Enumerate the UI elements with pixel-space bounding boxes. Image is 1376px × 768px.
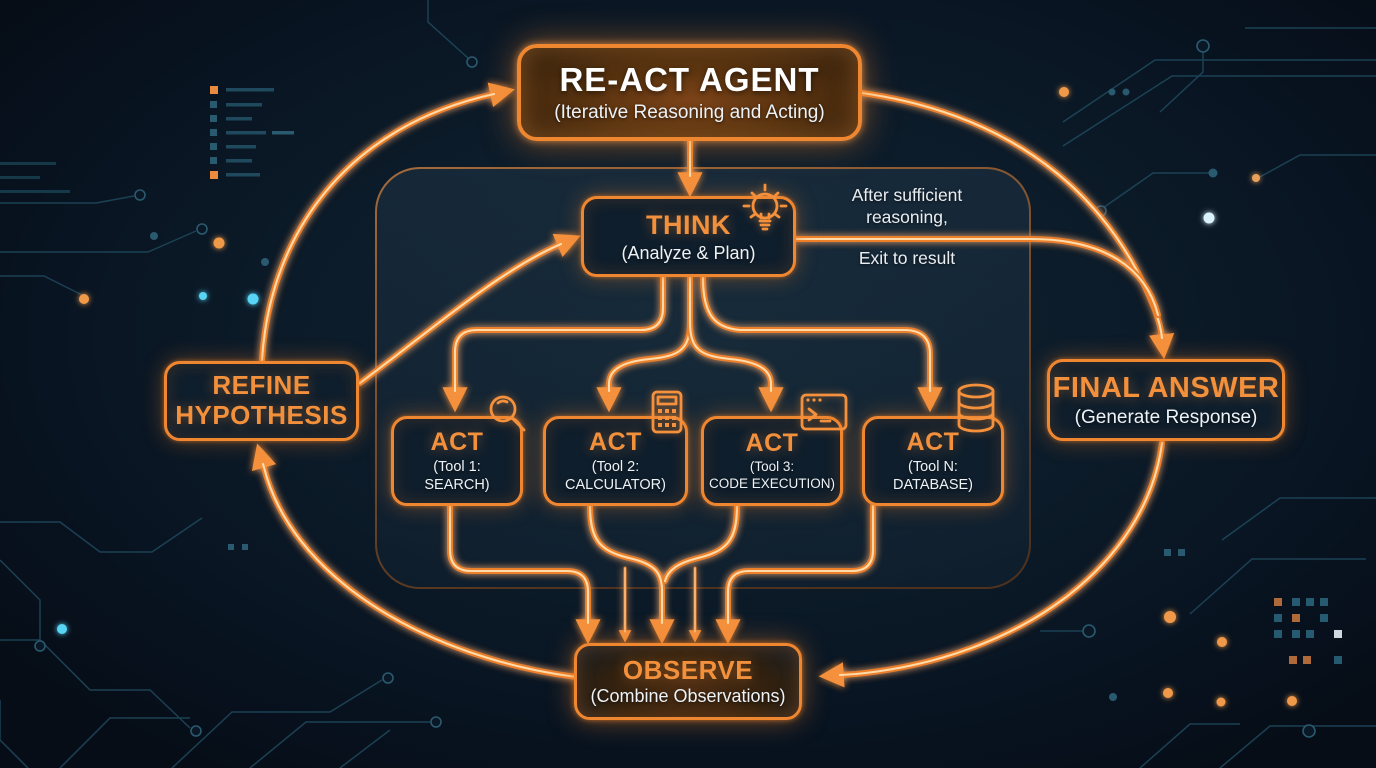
exit-condition-line1: After sufficient (851, 185, 963, 205)
actN-subtitle-line2: DATABASE) (892, 477, 974, 493)
edge-think-to-actN (700, 275, 943, 413)
edge-refine-to-agent (259, 82, 515, 363)
act3-subtitle: (Tool 3: CODE EXECUTION) (709, 459, 835, 493)
act2-subtitle-line1: (Tool 2: (591, 458, 640, 475)
edge-act2-to-observe (587, 503, 675, 645)
refine-title-line1: REFINE (212, 370, 311, 401)
act1-subtitle-line2: SEARCH) (424, 477, 490, 493)
circuit-glow-dots (57, 87, 1297, 707)
act2-subtitle: (Tool 2: CALCULATOR) (565, 458, 666, 494)
edge-agent-to-final-answer (859, 90, 1175, 360)
node-act-tool2-calculator: ACT (Tool 2: CALCULATOR) (543, 416, 688, 506)
refine-title-line2: HYPOTHESIS (175, 400, 348, 430)
node-refine-hypothesis: REFINE HYPOTHESIS (164, 361, 359, 441)
observe-subtitle: (Combine Observations) (590, 686, 786, 707)
act2-title: ACT (589, 427, 642, 456)
final-answer-title: FINAL ANSWER (1052, 372, 1280, 405)
edge-act3-to-observe (662, 503, 740, 584)
act1-subtitle: (Tool 1: SEARCH) (424, 458, 489, 494)
database-icon (950, 380, 1002, 445)
circuit-dashes (0, 86, 1342, 664)
exit-condition-line2: reasoning, (866, 207, 948, 228)
final-answer-subtitle: (Generate Response) (1074, 406, 1258, 428)
search-icon (484, 390, 530, 441)
lightbulb-icon (736, 180, 794, 243)
calculator-icon (644, 388, 690, 443)
edge-act1-to-observe (447, 503, 601, 645)
actN-subtitle-line1: (Tool N: (908, 458, 958, 475)
act3-subtitle-line2: CODE EXECUTION) (708, 476, 835, 491)
edge-refine-to-think (357, 233, 581, 386)
node-act-toolN-database: ACT (Tool N: DATABASE) (862, 416, 1004, 506)
edge-actN-to-observe (715, 503, 876, 645)
node-act-tool1-search: ACT (Tool 1: SEARCH) (391, 416, 523, 506)
react-agent-subtitle: (Iterative Reasoning and Acting) (554, 101, 825, 123)
circuit-nodes (34, 39, 1316, 738)
actN-title: ACT (906, 427, 960, 456)
edge-observe-to-refine (251, 443, 579, 680)
edge-think-to-act1 (442, 275, 666, 413)
edge-label-exit-condition: After sufficient reasoning, (812, 184, 1002, 229)
think-title: THINK (646, 210, 731, 241)
edge-final-answer-to-observe (818, 440, 1165, 688)
act2-subtitle-line2: CALCULATOR) (565, 477, 666, 493)
react-agent-title: RE-ACT AGENT (559, 60, 820, 98)
act3-title: ACT (745, 429, 799, 458)
actN-subtitle: (Tool N: DATABASE) (893, 458, 973, 494)
observe-title: OBSERVE (622, 655, 754, 686)
node-think: THINK (Analyze & Plan) (581, 196, 796, 277)
edge-think-exit-to-result (793, 236, 1161, 318)
refine-hypothesis-title: REFINE HYPOTHESIS (175, 370, 348, 431)
act1-title: ACT (430, 427, 484, 456)
edge-label-exit-action: Exit to result (858, 248, 956, 268)
act1-subtitle-line1: (Tool 1: (433, 458, 481, 475)
edge-think-to-act3 (687, 275, 784, 413)
node-final-answer: FINAL ANSWER (Generate Response) (1047, 359, 1285, 441)
node-act-tool3-code-execution: ACT (Tool 3: CODE EXECUTION) (701, 416, 843, 506)
terminal-icon (797, 387, 851, 440)
act3-subtitle-line1: (Tool 3: (749, 459, 795, 475)
node-observe: OBSERVE (Combine Observations) (574, 643, 802, 720)
think-subtitle: (Analyze & Plan) (621, 242, 756, 263)
node-react-agent: RE-ACT AGENT (Iterative Reasoning and Ac… (517, 44, 862, 141)
